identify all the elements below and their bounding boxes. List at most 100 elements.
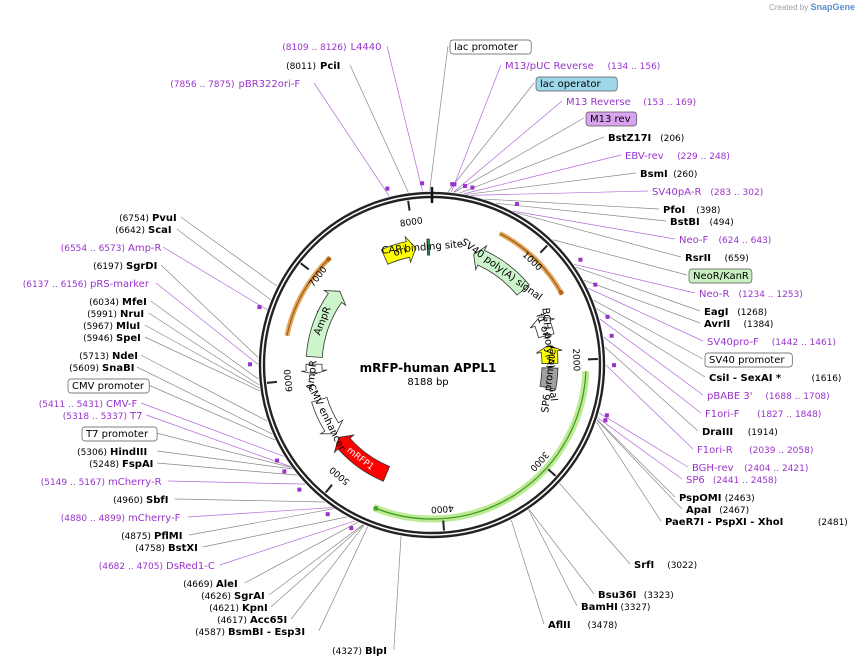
site-nrui-leader (148, 312, 260, 386)
site-l4440-leader (386, 45, 423, 192)
feature-ampr-promoter (301, 363, 328, 375)
site-pvui-coord: (6754) (119, 214, 149, 224)
feature-ampr-outer-line (286, 257, 331, 336)
site-pbabe-3-label: pBABE 3' (707, 391, 753, 402)
site-cmv-f-leader (140, 402, 285, 457)
site-acc65i-coord: (4617) (217, 616, 247, 626)
site-prs-marker-leader (155, 282, 259, 365)
site-f1ori-r-coord: (2039 .. 2058) (749, 446, 813, 456)
site-sgrdi-coord: (6197) (93, 262, 123, 272)
site-paer7i-pspxi-xhoi-leader (596, 421, 662, 522)
site-prs-marker-mark (248, 362, 253, 367)
site-amp-r-coord: (6554 .. 6573) (61, 244, 125, 254)
site-f1ori-f-leader (603, 336, 702, 414)
site-lac-promoter: lac promoter (449, 39, 532, 55)
site-apai-leader (596, 419, 683, 510)
site-m13-rev-leader (453, 117, 585, 193)
site-sv40pa-r-coord: (283 .. 302) (710, 188, 763, 198)
site-eagi-label: EagI (704, 307, 728, 318)
feature-cmv-enhancer-label: CMV enhancer (305, 383, 348, 454)
site-avrii-label: AvrII (704, 319, 730, 330)
site-ebv-rev-label: EBV-rev (625, 151, 664, 162)
feature-sv40-poly-a-signal (473, 244, 530, 296)
site-neo-f: Neo-F(624 .. 643) (679, 235, 771, 246)
tick-mark-7000 (300, 262, 310, 271)
feature-bgh-poly-a-signal (536, 345, 563, 364)
tick-mark-1000 (539, 244, 548, 254)
site-sv40pa-r-label: SV40pA-R (652, 187, 701, 198)
site-lac-promoter-label: lac promoter (454, 42, 519, 53)
site-sgrdi-label: SgrDI (126, 261, 157, 272)
site-pbabe-3: pBABE 3'(1688 .. 1708) (707, 391, 830, 402)
site-bgh-rev-label: BGH-rev (692, 463, 734, 474)
site-sv40pro-f: SV40pro-F(1442 .. 1461) (707, 337, 836, 348)
site-bsmi-coord: (260) (673, 170, 697, 180)
site-neo-r: Neo-R(1234 .. 1253) (699, 289, 803, 300)
feature-sv40-poly-a-signal-label: SV40 poly(A) signal (458, 237, 543, 303)
site-pvui-leader (180, 216, 278, 287)
site-neo-r-label: Neo-R (699, 289, 730, 300)
site-sv40-promoter-label: SV40 promoter (709, 355, 785, 366)
site-aflii: AflII(3478) (548, 620, 617, 631)
plasmid-name: mRFP-human APPL1 (360, 361, 497, 375)
site-bstbi-label: BstBI (670, 217, 700, 228)
site-f1ori-r-mark (611, 363, 616, 368)
site-paer7i-pspxi-xhoi: PaeR7I - PspXI - XhoI (2481) (665, 517, 848, 528)
site-lac-operator-leader (447, 82, 535, 192)
site-hindiii-coord: (5306) (77, 448, 107, 458)
site-mlui: (5967)MluI (83, 321, 140, 332)
feature-cmv-enhancer (311, 397, 344, 435)
site-paer7i-pspxi-xhoi-label: PaeR7I - PspXI - XhoI (665, 517, 783, 528)
site-blpi-coord: (4327) (332, 647, 362, 657)
site-kpni-coord: (4621) (209, 604, 239, 614)
site-sv40-promoter-box (704, 352, 793, 368)
site-m13-rev: M13 rev (585, 111, 638, 127)
site-fspai-label: FspAI (122, 459, 153, 470)
site-f1ori-f-label: F1ori-F (705, 409, 740, 420)
site-bgh-rev-coord: (2404 .. 2421) (744, 464, 808, 474)
site-ebv-rev-mark (463, 184, 468, 189)
site-pbr322ori-f-coord: (7856 .. 7875) (170, 80, 234, 90)
site-bstz17i-leader (459, 136, 605, 194)
site-m13-rev-box (585, 111, 638, 127)
site-neo-r-leader (573, 263, 696, 294)
site-m13-puc-reverse-coord: (134 .. 156) (608, 62, 661, 72)
site-alei-coord: (4669) (183, 580, 213, 590)
site-bamhi-label: BamHI (581, 602, 618, 613)
site-draiii-label: DraIII (702, 427, 733, 438)
site-mcherry-r-label: mCherry-R (108, 477, 162, 488)
site-bsmi-label: BsmI (640, 169, 668, 180)
site-acc65i: (4617)Acc65I (217, 615, 287, 626)
site-pbr322ori-f-mark (385, 186, 390, 191)
site-mcherry-r-coord: (5149 .. 5167) (41, 478, 105, 488)
site-csii-sexai-leader (596, 308, 706, 378)
site-neo-f-mark (514, 202, 519, 207)
site-sp6-coord: (2441 .. 2458) (713, 476, 777, 486)
site-bsmbi-esp3i-coord: (4587) (195, 628, 225, 638)
site-bsu36i-leader (528, 509, 595, 595)
site-bstbi-leader (496, 203, 667, 222)
site-nrui-coord: (5991) (87, 310, 117, 320)
site-prs-marker-label: pRS-marker (90, 279, 150, 290)
site-bamhi: BamHI(3327) (581, 602, 650, 613)
site-dsred1-c-leader (219, 520, 355, 566)
site-amp-r-label: Amp-R (128, 243, 162, 254)
feature-cap-binding-site-label: CAP binding site (381, 239, 463, 257)
site-m13-puc-reverse: M13/pUC Reverse(134 .. 156) (505, 61, 660, 72)
site-kpni-label: KpnI (242, 603, 268, 614)
site-t7: (5318 .. 5337)T7 (63, 411, 143, 422)
site-neor-kanr-leader (552, 239, 688, 276)
site-alei-leader (244, 522, 358, 584)
site-scai-leader (176, 228, 271, 301)
site-t7-promoter-box (81, 426, 158, 442)
feature-ori-label: ori (392, 245, 408, 259)
site-pspomi-leader (596, 419, 676, 498)
site-avrii: AvrII (1384) (704, 319, 773, 330)
plasmid-size: 8188 bp (407, 377, 448, 388)
site-avrii-coord: (1384) (744, 320, 774, 330)
site-bstxi-coord: (4758) (135, 544, 165, 554)
site-pbabe-3-mark (605, 314, 610, 319)
site-rsrii-coord: (659) (725, 254, 749, 264)
site-paer7i-pspxi-xhoi-coord: (2481) (818, 518, 848, 528)
site-mcherry-f-label: mCherry-F (128, 513, 181, 524)
